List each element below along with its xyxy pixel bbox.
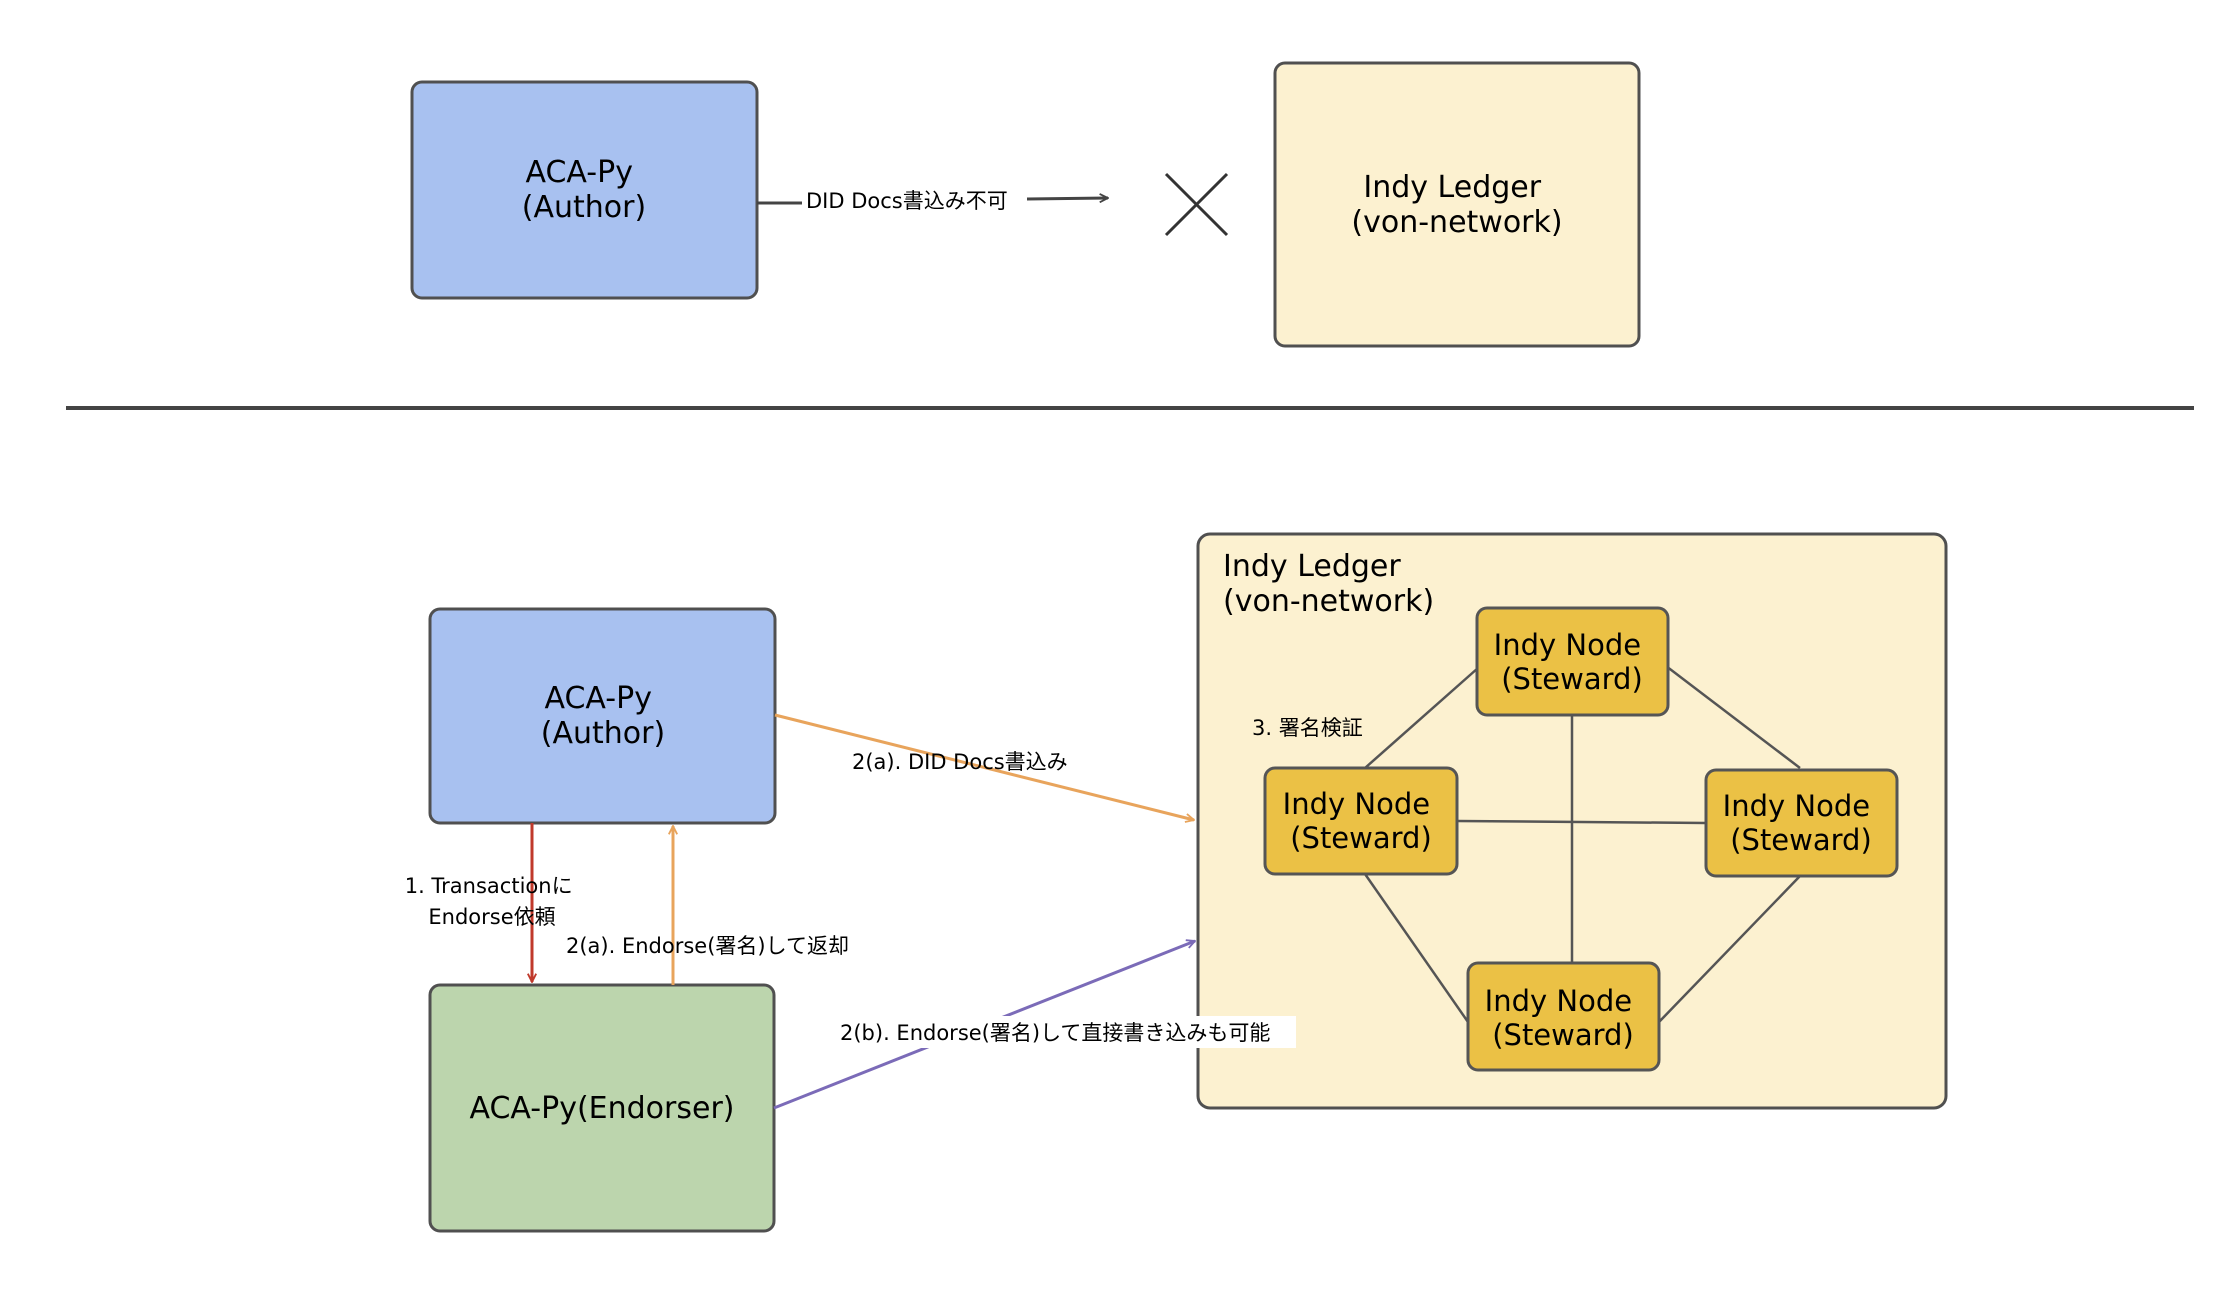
bottom-author-title: ACA-Py (Author)	[541, 681, 665, 751]
indy-node-top-rect	[1475, 606, 1670, 717]
link-top-right	[1665, 665, 1801, 769]
edge-return: 2(a). Endorse(署名)して返却	[566, 826, 849, 985]
top-author-title: ACA-Py (Author)	[522, 155, 646, 225]
link-left-right	[1456, 819, 1707, 825]
indy-node-bottom: Indy Node (Steward)	[1466, 961, 1661, 1072]
link-left-bottom	[1363, 873, 1470, 1023]
edge-author-write-label: 2(a). DID Docs書込み	[852, 750, 1068, 774]
top-ledger-line1: Indy Ledger	[1363, 170, 1541, 205]
node-connections	[1363, 665, 1801, 1023]
indy-node-bottom-rect	[1466, 961, 1661, 1072]
edge-author-write-line	[774, 713, 1194, 820]
edge-request-label: 1. Transactionに Endorse依頼	[405, 874, 580, 929]
top-ledger-box: Indy Ledger (von-network)	[1273, 61, 1641, 348]
indy-node-right-label: Indy Node (Steward)	[1723, 789, 1880, 857]
top-author-line2: (Author)	[522, 190, 646, 225]
edge-endorser-write-label: 2(b). Endorse(署名)して直接書き込みも可能	[840, 1021, 1270, 1045]
cross-icon	[1164, 172, 1229, 237]
bottom-ledger-line1: Indy Ledger	[1223, 549, 1401, 584]
indy-node-top: Indy Node (Steward)	[1475, 606, 1670, 717]
bottom-author-box: ACA-Py (Author)	[428, 607, 777, 825]
indy-node-right-rect	[1704, 768, 1899, 878]
top-author-box: ACA-Py (Author)	[410, 80, 759, 300]
edge-endorser-write-label-bg	[836, 1016, 1296, 1048]
edge-endorser-write: 2(b). Endorse(署名)して直接書き込みも可能	[773, 941, 1296, 1110]
bottom-ledger-title: Indy Ledger (von-network)	[1223, 549, 1434, 619]
top-author-rect	[410, 80, 759, 300]
top-ledger-rect	[1273, 61, 1641, 348]
endorser-box: ACA-Py(Endorser)	[428, 983, 776, 1233]
top-ledger-title: Indy Ledger (von-network)	[1351, 170, 1562, 240]
indy-node-top-label: Indy Node (Steward)	[1494, 628, 1651, 696]
verify-label: 3. 署名検証	[1252, 716, 1363, 740]
top-edge-line-right	[1026, 198, 1108, 199]
indy-node-left-rect	[1263, 766, 1459, 876]
edge-request: 1. Transactionに Endorse依頼	[405, 823, 580, 982]
link-right-bottom	[1658, 875, 1801, 1023]
indy-node-right: Indy Node (Steward)	[1704, 768, 1899, 878]
top-author-line1: ACA-Py	[525, 155, 632, 190]
top-edge-blocked-write: DID Docs書込み不可	[757, 189, 1108, 213]
bottom-ledger-line2: (von-network)	[1223, 584, 1434, 619]
indy-node-left-label: Indy Node (Steward)	[1283, 787, 1440, 855]
edge-return-label: 2(a). Endorse(署名)して返却	[566, 934, 849, 958]
indy-node-left: Indy Node (Steward)	[1263, 766, 1459, 876]
top-ledger-line2: (von-network)	[1351, 205, 1562, 240]
top-edge-label: DID Docs書込み不可	[806, 189, 1008, 213]
endorser-title: ACA-Py(Endorser)	[469, 1091, 734, 1126]
link-top-left	[1364, 667, 1479, 769]
indy-node-bottom-label: Indy Node (Steward)	[1485, 984, 1642, 1052]
edge-author-write: 2(a). DID Docs書込み	[774, 713, 1194, 820]
